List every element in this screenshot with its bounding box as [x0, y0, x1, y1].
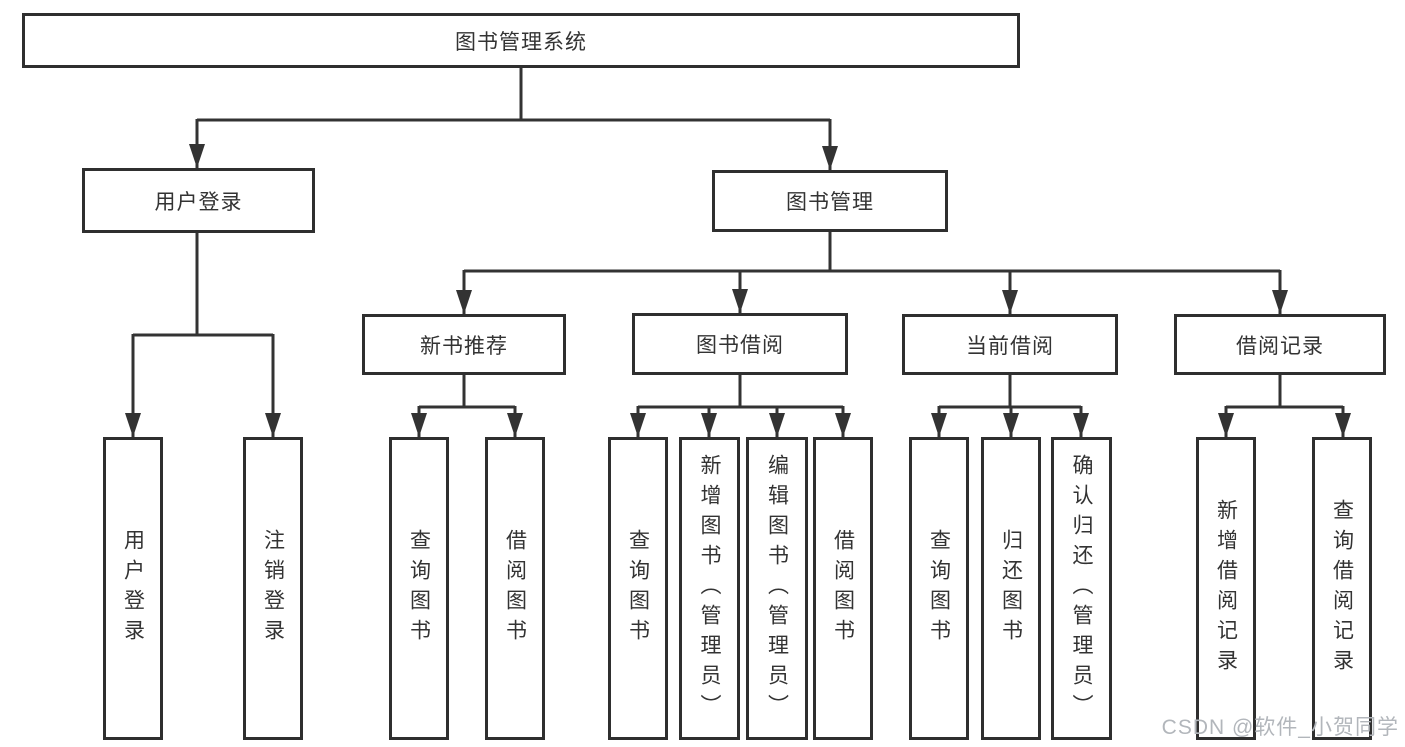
- connector-user-login-children: [125, 232, 281, 437]
- leaf-add-borrow-record: 新增借阅记录: [1196, 437, 1256, 740]
- connector-borrow-records-children: [1218, 374, 1351, 437]
- leaf-query-books-recommend: 查询图书: [389, 437, 449, 740]
- node-label: 当前借阅: [966, 334, 1054, 358]
- leaf-user-login: 用户登录: [103, 437, 163, 740]
- node-label: 查询图书: [626, 528, 650, 649]
- node-label: 查询图书: [927, 528, 951, 649]
- node-label: 借阅图书: [503, 528, 527, 649]
- node-new-book-recommend: 新书推荐: [362, 314, 566, 375]
- node-label: 注销登录: [261, 528, 285, 649]
- leaf-logout: 注销登录: [243, 437, 303, 740]
- node-label: 借阅图书: [831, 528, 855, 649]
- node-label: 新增借阅记录: [1214, 498, 1238, 679]
- node-borrowing-records: 借阅记录: [1174, 314, 1386, 375]
- node-label: 图书管理系统: [455, 30, 587, 54]
- node-current-borrowing: 当前借阅: [902, 314, 1118, 375]
- connector-new-book-children: [411, 374, 523, 437]
- node-label: 用户登录: [154, 190, 243, 214]
- leaf-edit-book-admin: 编辑图书（管理员）: [746, 437, 808, 740]
- node-book-borrowing: 图书借阅: [632, 313, 848, 375]
- leaf-return-books: 归还图书: [981, 437, 1041, 740]
- leaf-query-books-current: 查询图书: [909, 437, 969, 740]
- node-label: 图书借阅: [696, 334, 784, 357]
- node-label: 图书管理: [786, 191, 874, 214]
- connector-current-borrow-children: [931, 374, 1089, 437]
- connector-book-borrow-children: [630, 374, 851, 437]
- node-label: 查询借阅记录: [1330, 498, 1354, 679]
- leaf-add-book-admin: 新增图书（管理员）: [679, 437, 740, 740]
- leaf-borrow-books-borrowing: 借阅图书: [813, 437, 873, 740]
- node-label: 确认归还（管理员）: [1070, 453, 1093, 724]
- node-book-management: 图书管理: [712, 170, 948, 232]
- leaf-query-borrow-record: 查询借阅记录: [1312, 437, 1372, 740]
- connector-book-mgmt-children: [456, 231, 1288, 314]
- watermark: CSDN @软件_小贺同学: [1161, 716, 1399, 739]
- leaf-borrow-books-recommend: 借阅图书: [485, 437, 545, 740]
- node-label: 查询图书: [407, 528, 431, 649]
- leaf-confirm-return-admin: 确认归还（管理员）: [1051, 437, 1112, 740]
- leaf-query-books-borrowing: 查询图书: [608, 437, 668, 740]
- node-label: 归还图书: [999, 528, 1023, 649]
- node-user-login: 用户登录: [82, 168, 315, 233]
- node-library-system-root: 图书管理系统: [22, 13, 1020, 68]
- node-label: 编辑图书（管理员）: [765, 453, 789, 724]
- connector-root-to-level2: [189, 67, 838, 170]
- node-label: 用户登录: [121, 528, 145, 649]
- node-label: 新增图书（管理员）: [698, 453, 721, 724]
- node-label: 新书推荐: [420, 334, 508, 358]
- node-label: 借阅记录: [1236, 334, 1324, 358]
